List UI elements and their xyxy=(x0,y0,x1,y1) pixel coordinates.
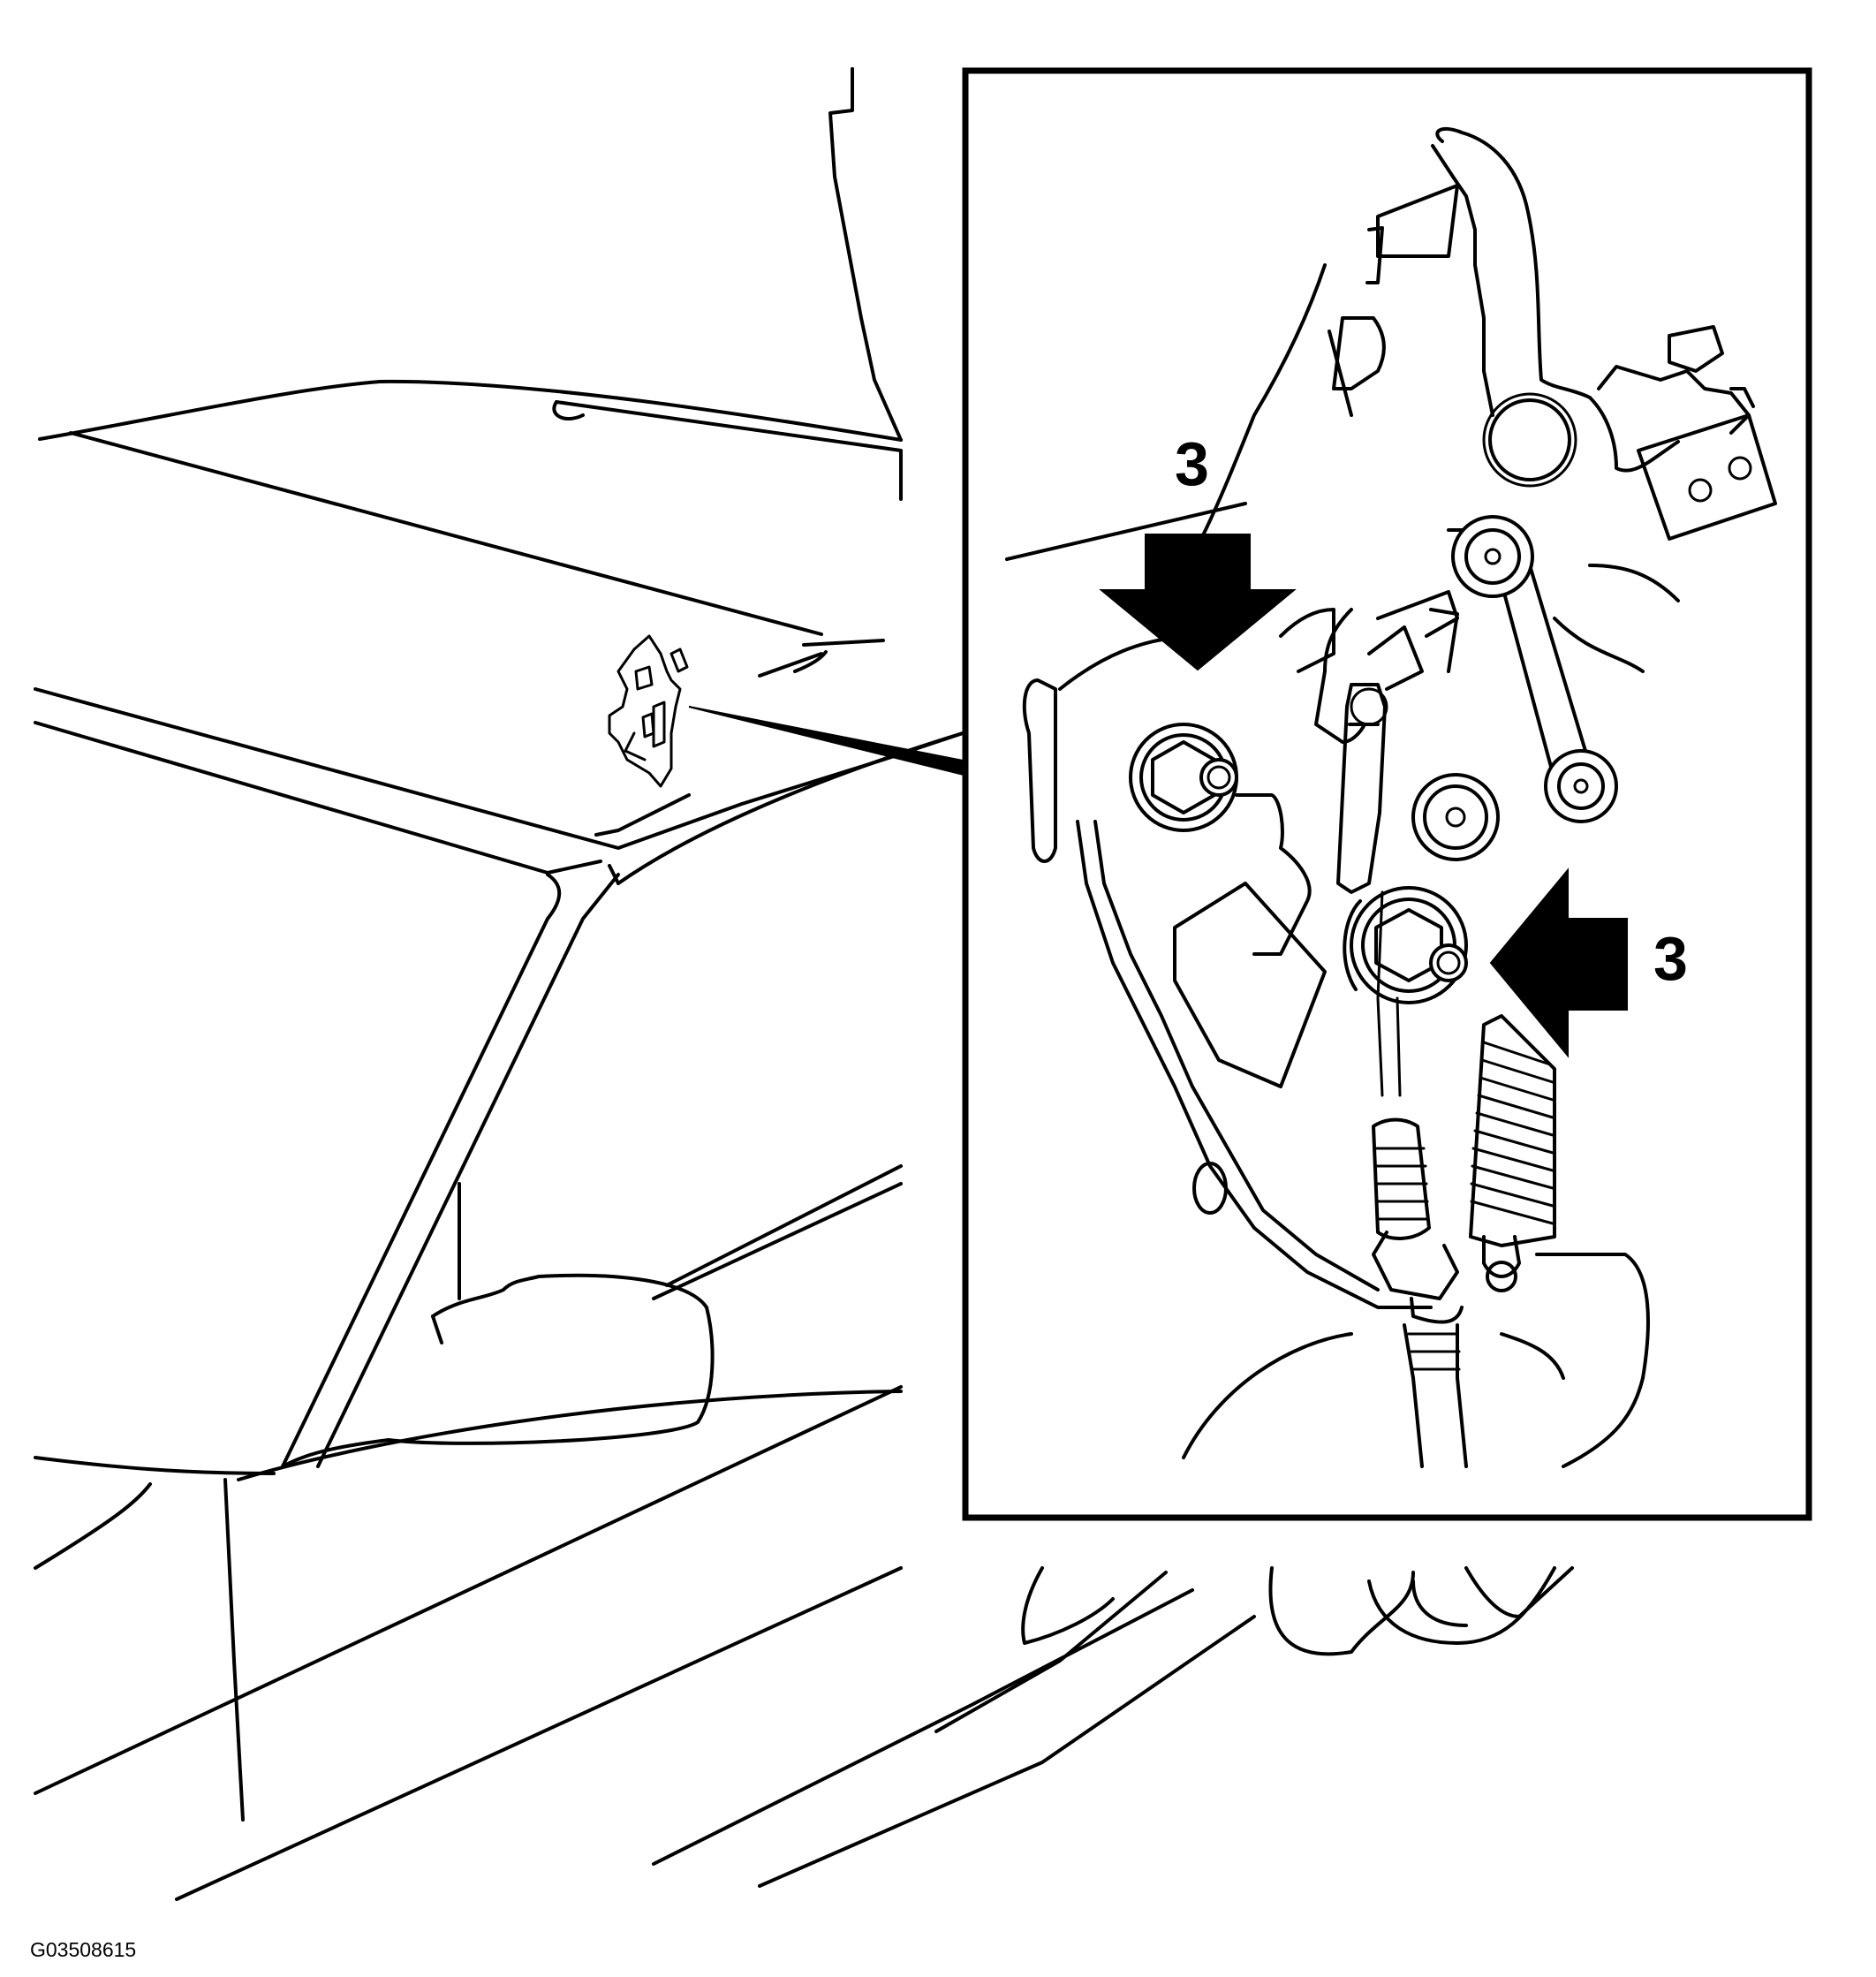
callout-3-upper: 3 xyxy=(1175,429,1209,498)
latch-location-sketch xyxy=(608,634,689,788)
hood-latch-assembly xyxy=(1005,126,1777,1468)
vehicle-body-outline xyxy=(34,67,1574,1901)
figure-id-label: G03508615 xyxy=(30,1938,137,1961)
detail-inset-frame xyxy=(962,67,1812,1521)
callout-3-lower: 3 xyxy=(1653,924,1688,993)
callout-arrow-lower xyxy=(1489,867,1628,1058)
leader-arrow xyxy=(688,706,968,777)
callout-arrow-upper xyxy=(1099,534,1297,671)
